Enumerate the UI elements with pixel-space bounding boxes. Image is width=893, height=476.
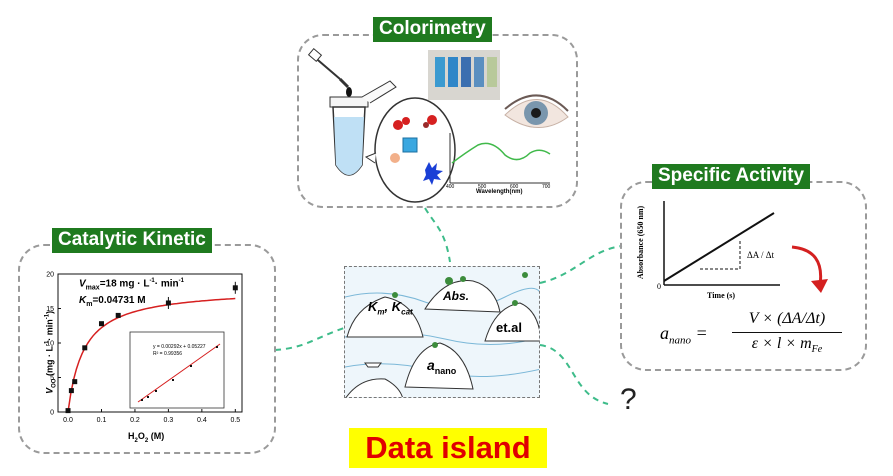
data-island-map: [344, 266, 540, 398]
data-point: [65, 408, 71, 414]
x-tick-label: 0.2: [130, 417, 140, 424]
km-annotation: Km=0.04731 M: [79, 295, 146, 308]
x-tick-label: 0.3: [164, 417, 174, 424]
data-point: [68, 388, 74, 394]
data-point: [98, 321, 104, 327]
island-label-km: Km, Kcat: [368, 299, 413, 317]
data-point: [72, 379, 78, 385]
spectrum-tick-3: 600: [510, 184, 519, 190]
data-point: [232, 285, 238, 291]
question-mark: ?: [620, 383, 637, 416]
y-tick-label: 15: [46, 306, 54, 313]
pipette-icon: [307, 48, 352, 97]
x-tick-label: 0.5: [230, 417, 240, 424]
spectrum-tick-4: 700: [542, 184, 551, 190]
x-tick-label: 0.4: [197, 417, 207, 424]
eye-icon: [504, 94, 569, 128]
catalytic-title: Catalytic Kinetic: [52, 228, 212, 253]
test-tube-icon: [329, 80, 397, 176]
island-label-etal: et.al: [496, 320, 523, 335]
cuvette-photo: [428, 50, 500, 100]
absorbance-plot: [663, 201, 828, 293]
formula-numerator: V × (ΔA/Δt): [748, 310, 826, 327]
spectrum-tick-1: 400: [446, 184, 455, 190]
data-point: [82, 345, 88, 351]
vmax-annotation: Vmax=18 mg · L-1· min-1: [79, 278, 185, 292]
specific-activity-formula: anano = V × (ΔA/Δt) ε × l × mFe: [660, 310, 860, 360]
reaction-bubble: [364, 97, 456, 203]
absorbance-origin: 0: [657, 282, 661, 291]
colorimetry-illustration: [307, 48, 569, 203]
y-tick-label: 10: [46, 341, 54, 348]
colorimetry-title: Colorimetry: [373, 17, 492, 42]
island-label-anano: anano: [427, 357, 457, 376]
kinetic-chart: 0.0 0.1 0.2 0.3 0.4 0.5 0 5 10 15 20: [46, 272, 243, 424]
island-label-abs: Abs.: [443, 289, 470, 303]
absorbance-xlabel: Time (s): [707, 291, 736, 300]
spectrum-plot: [449, 133, 551, 184]
kinetic-xlabel: H2O2 (M): [128, 431, 165, 444]
spectrum-xlabel: Wavelength(nm): [476, 189, 523, 195]
lineweaver-burk-inset: [129, 331, 225, 409]
x-tick-label: 0.1: [97, 417, 107, 424]
data-point: [115, 312, 121, 318]
y-tick-label: 5: [50, 375, 54, 382]
kinetic-ylabel: VOO (mg · L-1· min-1): [44, 310, 58, 394]
data-island-banner: Data island: [349, 428, 547, 468]
absorbance-ylabel: Absorbance (650 nm): [636, 205, 646, 280]
island-illustration: [345, 272, 539, 397]
y-tick-label: 0: [50, 410, 54, 417]
michaelis-menten-fit: [67, 297, 236, 413]
delta-label: ΔA / Δt: [747, 250, 775, 260]
x-tick-label: 0.0: [63, 417, 73, 424]
spectrum-tick-2: 500: [478, 184, 487, 190]
y-tick-label: 20: [46, 272, 54, 279]
inset-equation: y = 0.00292x + 0.05227: [153, 344, 206, 350]
specific-activity-title: Specific Activity: [652, 164, 811, 189]
data-point: [165, 300, 171, 306]
inset-r2: R² = 0.99356: [153, 351, 183, 357]
